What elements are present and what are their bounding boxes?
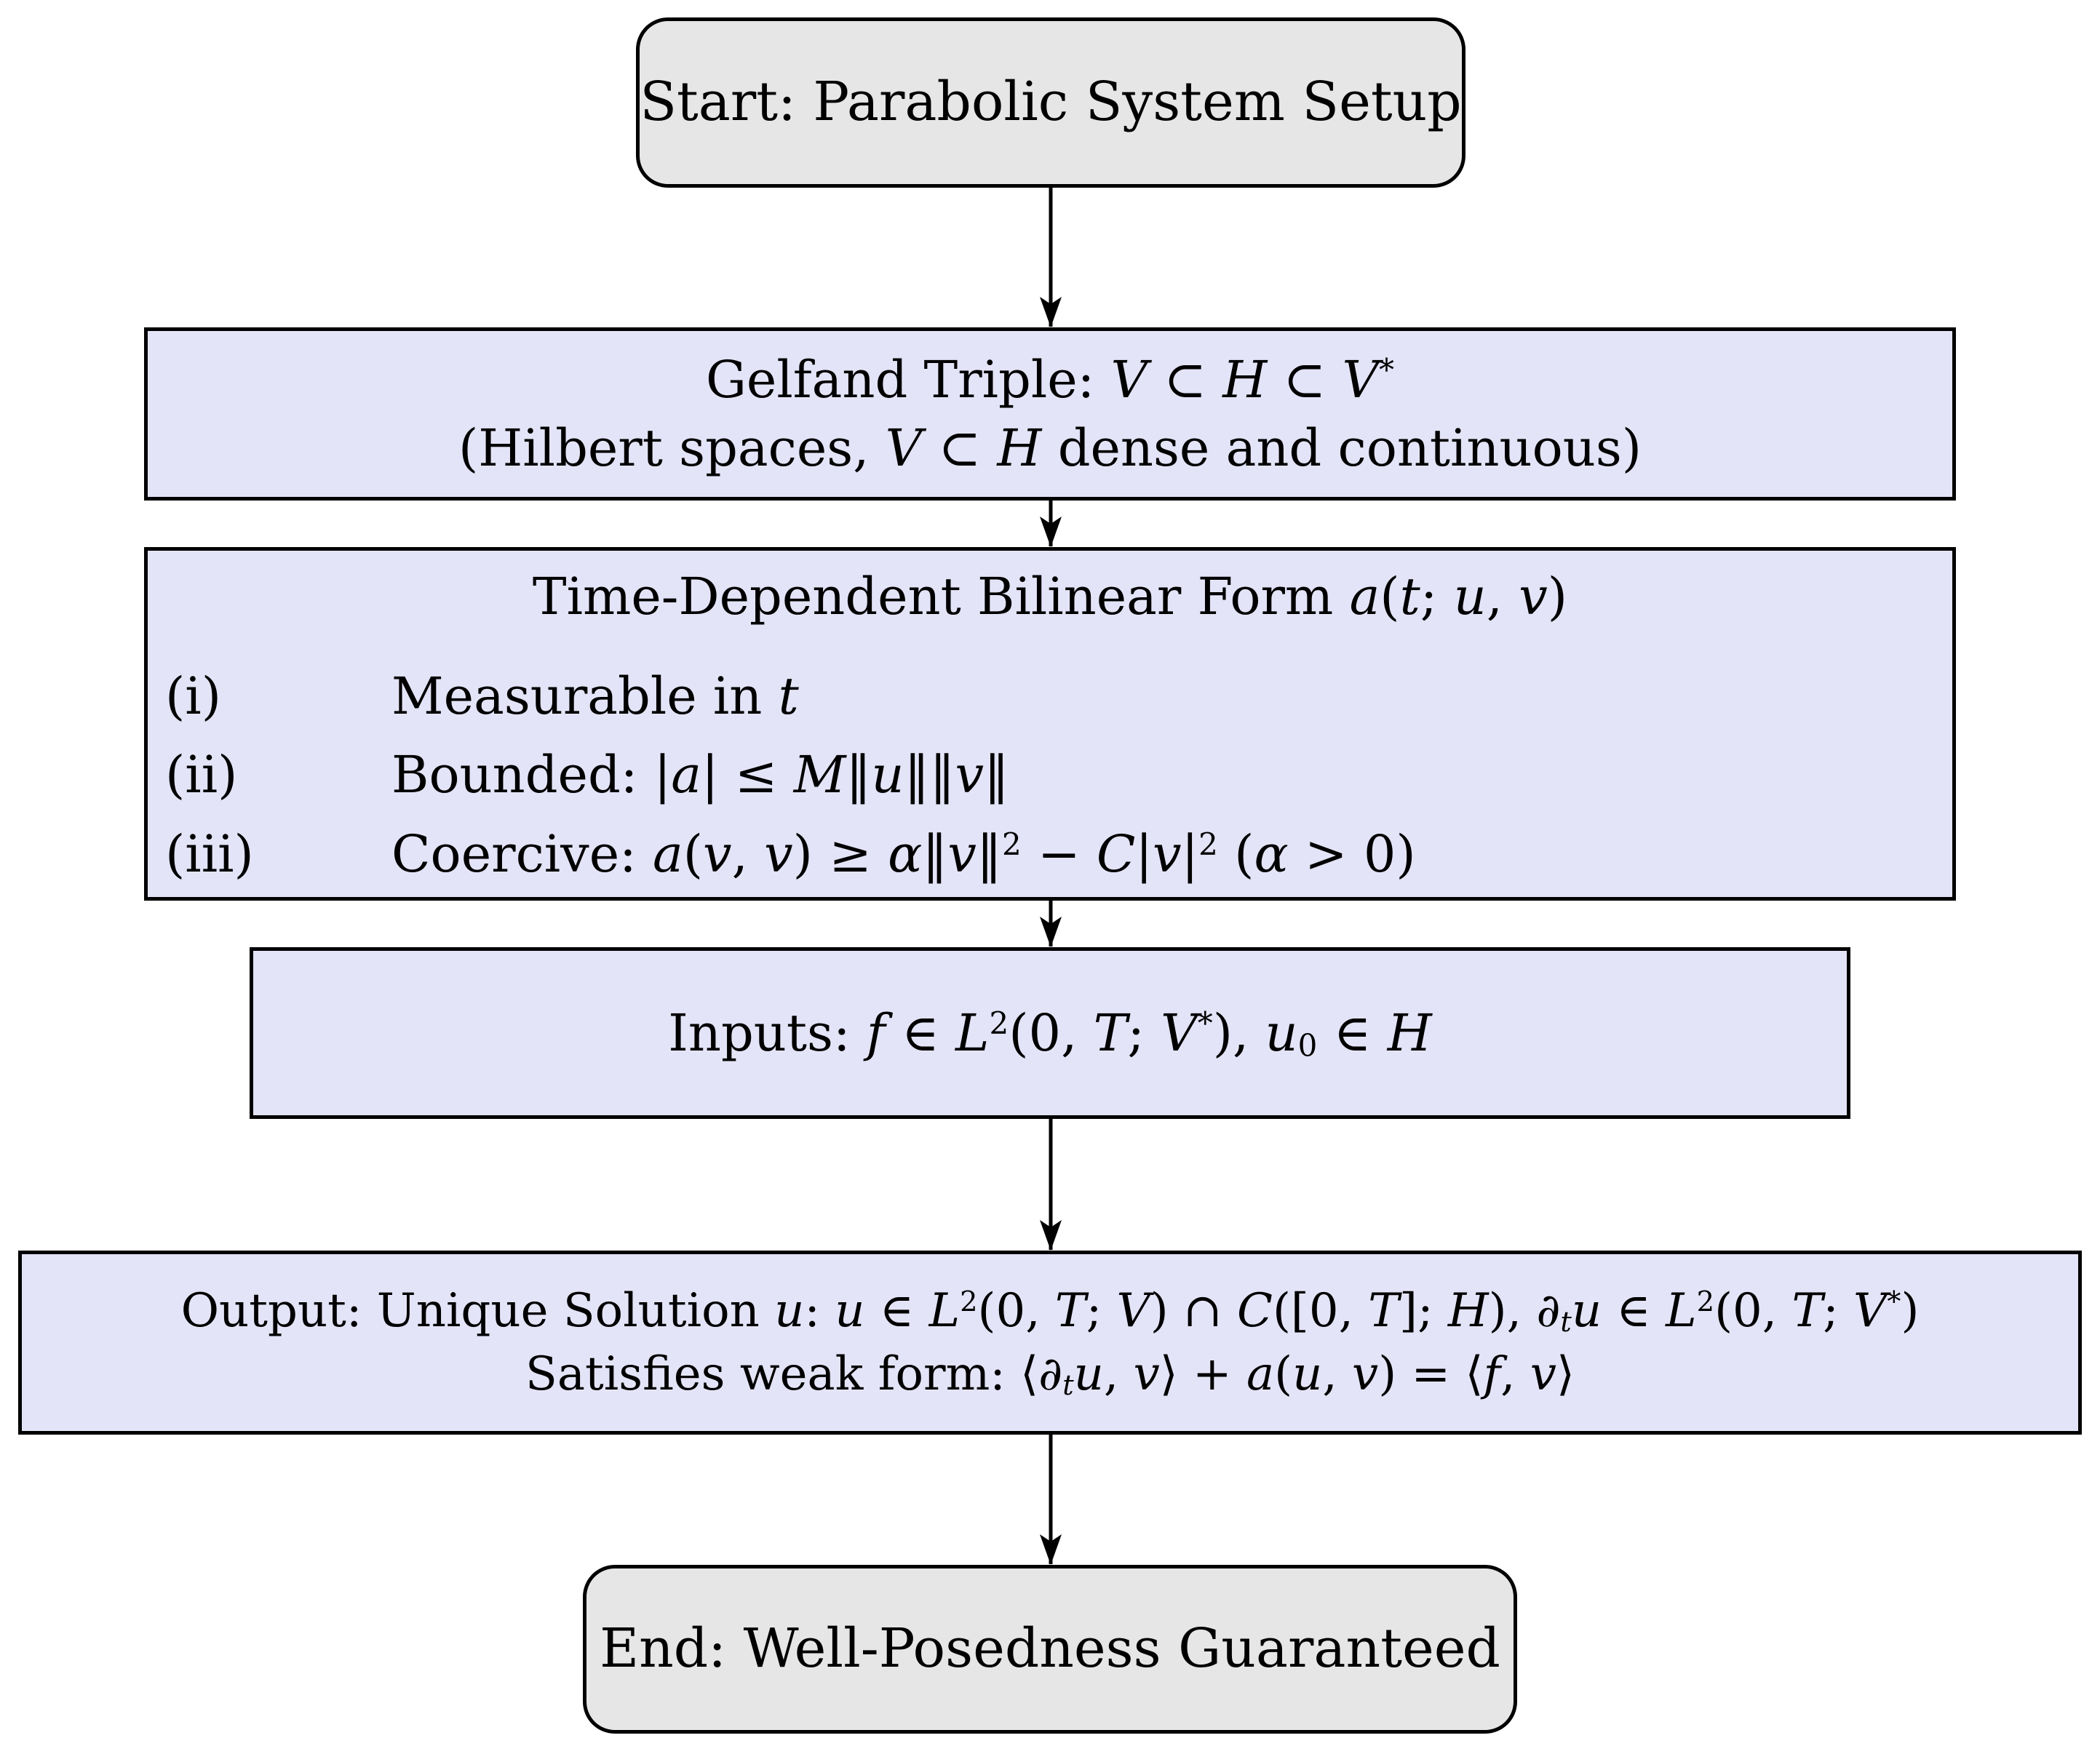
- list-item: (ii) Bounded: |a| ≤ M‖u‖‖v‖: [148, 741, 1952, 810]
- item-text: Coercive: a(v, v) ≥ α‖v‖2 − C|v|2 (α > 0…: [391, 824, 1416, 884]
- list-item: (i) Measurable in t: [148, 662, 1952, 731]
- item-label: (ii): [165, 745, 238, 805]
- item-text: Bounded: |a| ≤ M‖u‖‖v‖: [391, 745, 1010, 805]
- node-inputs: Inputs: f ∈ L2(0, T; V*), u0 ∈ H: [250, 947, 1850, 1119]
- end-label: End: Well-Posedness Guaranteed: [600, 1617, 1500, 1681]
- node-end-terminal: End: Well-Posedness Guaranteed: [583, 1565, 1517, 1734]
- node-bilinear-form: Time-Dependent Bilinear Form a(t; u, v) …: [144, 547, 1956, 901]
- node-start-terminal: Start: Parabolic System Setup: [636, 17, 1465, 188]
- bilinear-title: Time-Dependent Bilinear Form a(t; u, v): [532, 567, 1568, 626]
- item-label: (iii): [165, 824, 254, 884]
- item-text: Measurable in t: [391, 666, 799, 726]
- output-line-2: Satisfies weak form: ⟨∂tu, v⟩ + a(u, v) …: [525, 1347, 1575, 1402]
- node-gelfand-triple: Gelfand Triple: V ⊂ H ⊂ V* (Hilbert spac…: [144, 327, 1956, 501]
- bilinear-condition-list: (i) Measurable in t (ii) Bounded: |a| ≤ …: [148, 652, 1952, 899]
- gelfand-line-1: Gelfand Triple: V ⊂ H ⊂ V*: [706, 349, 1394, 410]
- node-output: Output: Unique Solution u: u ∈ L2(0, T; …: [18, 1251, 2082, 1435]
- list-item: (iii) Coercive: a(v, v) ≥ α‖v‖2 − C|v|2 …: [148, 820, 1952, 889]
- start-label: Start: Parabolic System Setup: [640, 71, 1462, 134]
- output-line-1: Output: Unique Solution u: u ∈ L2(0, T; …: [180, 1284, 1920, 1339]
- gelfand-line-2: (Hilbert spaces, V ⊂ H dense and continu…: [458, 418, 1642, 478]
- inputs-label: Inputs: f ∈ L2(0, T; V*), u0 ∈ H: [668, 1002, 1432, 1064]
- item-label: (i): [165, 666, 222, 726]
